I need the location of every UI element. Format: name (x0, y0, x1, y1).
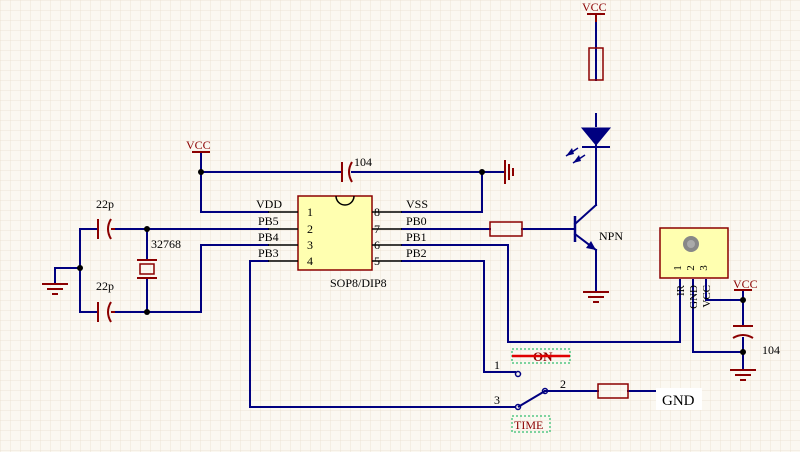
junctions (77, 169, 746, 355)
transistor-npn[interactable]: NPN (573, 203, 623, 252)
pin-num-6: 6 (374, 238, 380, 252)
vcc-symbol-ic: VCC (186, 138, 211, 153)
pin-num-1: 1 (307, 205, 313, 219)
crystal-value: 32768 (151, 237, 181, 251)
ic-package-label: SOP8/DIP8 (330, 276, 387, 290)
pin-name-pb5: PB5 (258, 214, 279, 228)
pin-num-3: 3 (307, 238, 313, 252)
ic-body (297, 195, 373, 271)
ir-receiver-body (659, 227, 729, 279)
resistor-led[interactable] (588, 47, 604, 81)
pin-name-pb0: PB0 (406, 214, 427, 228)
switch-pin-2: 2 (560, 377, 566, 391)
pin-name-vss: VSS (406, 197, 428, 211)
ic-notch (335, 195, 355, 206)
capacitor-104-right[interactable]: 104 (732, 325, 780, 357)
capacitor-22p-bottom[interactable]: 22p (96, 279, 115, 323)
ir-pin-label-vcc: VCC (701, 285, 713, 308)
gnd-label: GND (662, 393, 695, 409)
resistor-switch[interactable] (597, 383, 629, 399)
ir-pin-label-ir: IR (675, 284, 687, 296)
ground-symbol-ir (730, 369, 756, 381)
ic-sop8[interactable]: VDD PB5 PB4 PB3 1 2 3 4 VSS PB0 PB1 PB2 … (256, 195, 428, 290)
switch-time-label-box (511, 415, 551, 433)
capacitor-decoupling[interactable]: 104 (341, 155, 372, 183)
pin-name-pb1: PB1 (406, 230, 427, 244)
ground-symbol-ic (499, 160, 514, 184)
transistor-label: NPN (599, 229, 623, 243)
vcc-symbol-top: VCC (582, 0, 607, 22)
pin-name-pb3: PB3 (258, 246, 279, 260)
ir-receiver[interactable]: 1 2 3 IR GND VCC (659, 227, 729, 309)
pin-num-2: 2 (307, 222, 313, 236)
gnd-net-label: GND (656, 388, 702, 410)
capacitor-22p-top[interactable]: 22p (96, 197, 115, 240)
capacitor-22p-bottom-value: 22p (96, 279, 114, 293)
ground-symbol-crystal (42, 283, 68, 295)
switch-pin-1: 1 (494, 358, 500, 372)
ground-symbol-npn (583, 291, 609, 303)
led-emission-arrows-icon (565, 147, 586, 164)
capacitor-104-right-value: 104 (762, 343, 780, 357)
ir-pin-num-3: 3 (698, 265, 710, 271)
ir-pin-num-2: 2 (685, 265, 697, 271)
pin-num-7: 7 (374, 222, 380, 236)
pin-name-pb2: PB2 (406, 246, 427, 260)
switch-spdt[interactable]: 1 3 2 ON TIME (494, 348, 571, 433)
ir-pin-label-gnd: GND (688, 285, 700, 309)
crystal-32768[interactable]: 32768 (137, 237, 181, 279)
pin-num-8: 8 (374, 205, 380, 219)
vcc-symbol-right: VCC (733, 277, 758, 291)
wires (54, 21, 744, 408)
pin-name-vdd: VDD (256, 197, 282, 211)
vcc-label-right: VCC (733, 277, 758, 291)
led-ir[interactable] (565, 127, 612, 164)
resistor-base[interactable] (489, 221, 523, 237)
switch-time-label: TIME (514, 418, 543, 432)
switch-pin-3: 3 (494, 393, 500, 407)
vcc-label-ic: VCC (186, 138, 211, 152)
capacitor-22p-top-value: 22p (96, 197, 114, 211)
vcc-label-top: VCC (582, 0, 607, 14)
ir-pin-num-1: 1 (672, 265, 684, 271)
pin-num-4: 4 (307, 254, 313, 268)
pin-name-pb4: PB4 (258, 230, 279, 244)
capacitor-decoupling-value: 104 (354, 155, 372, 169)
pin-num-5: 5 (374, 254, 380, 268)
